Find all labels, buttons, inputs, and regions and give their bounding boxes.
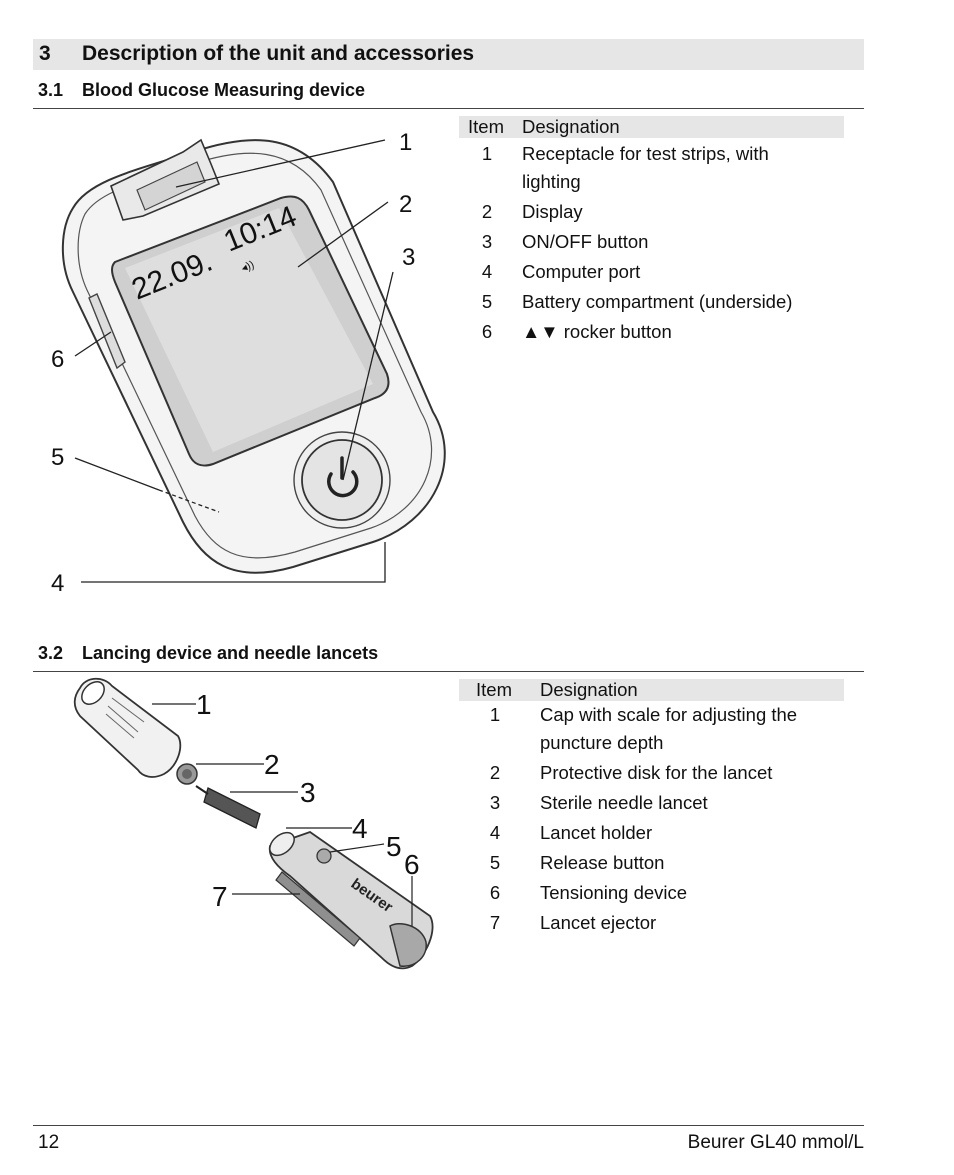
footer-product-name: Beurer GL40 mmol/L — [687, 1132, 864, 1153]
callout-4: 4 — [352, 813, 368, 844]
callout-3: 3 — [402, 244, 415, 271]
col-item: Item — [476, 679, 512, 700]
subsection-title: Blood Glucose Measuring device — [82, 80, 366, 100]
callout-5: 5 — [386, 831, 402, 862]
subsection-number: 3.1 — [38, 80, 64, 100]
callout-5: 5 — [51, 444, 64, 471]
callout-3: 3 — [300, 777, 316, 808]
sound-icon: ◂)) — [240, 259, 256, 275]
divider — [33, 671, 864, 672]
designation-table-3-2: Item Designation 1 Cap with scale for ad… — [459, 679, 844, 939]
footer-divider — [33, 1125, 864, 1126]
callout-6: 6 — [51, 346, 64, 373]
page-number: 12 — [38, 1132, 60, 1153]
divider — [33, 108, 864, 109]
designation-table-3-1: Item Designation 1 Receptacle for test s… — [459, 116, 844, 356]
section-number: 3 — [39, 42, 51, 65]
callout-7: 7 — [212, 881, 228, 912]
subsection-heading-3-1: 3.1 Blood Glucose Measuring device — [38, 80, 365, 101]
lancing-device-illustration: beurer 1 2 3 4 5 6 7 — [73, 677, 434, 970]
callout-4: 4 — [51, 570, 64, 597]
col-designation: Designation — [540, 679, 638, 700]
cap — [73, 677, 182, 778]
section-title: Description of the unit and accessories — [82, 42, 475, 65]
callout-2: 2 — [264, 749, 280, 780]
callout-2: 2 — [399, 191, 412, 218]
col-item: Item — [468, 116, 504, 137]
col-designation: Designation — [522, 116, 620, 137]
table-header: Item Designation — [459, 116, 844, 138]
power-icon — [327, 456, 359, 498]
subsection-number: 3.2 — [38, 643, 64, 663]
subsection-title: Lancing device and needle lancets — [82, 643, 379, 663]
section-heading: 3 Description of the unit and accessorie… — [33, 39, 864, 70]
callout-1: 1 — [196, 689, 212, 720]
callout-6: 6 — [404, 849, 420, 880]
subsection-heading-3-2: 3.2 Lancing device and needle lancets — [38, 643, 378, 664]
glucose-meter-illustration: 22.09. 10:14 ◂)) 1 2 3 6 5 4 — [51, 129, 446, 597]
callout-1: 1 — [399, 129, 412, 156]
table-header: Item Designation — [459, 679, 844, 701]
